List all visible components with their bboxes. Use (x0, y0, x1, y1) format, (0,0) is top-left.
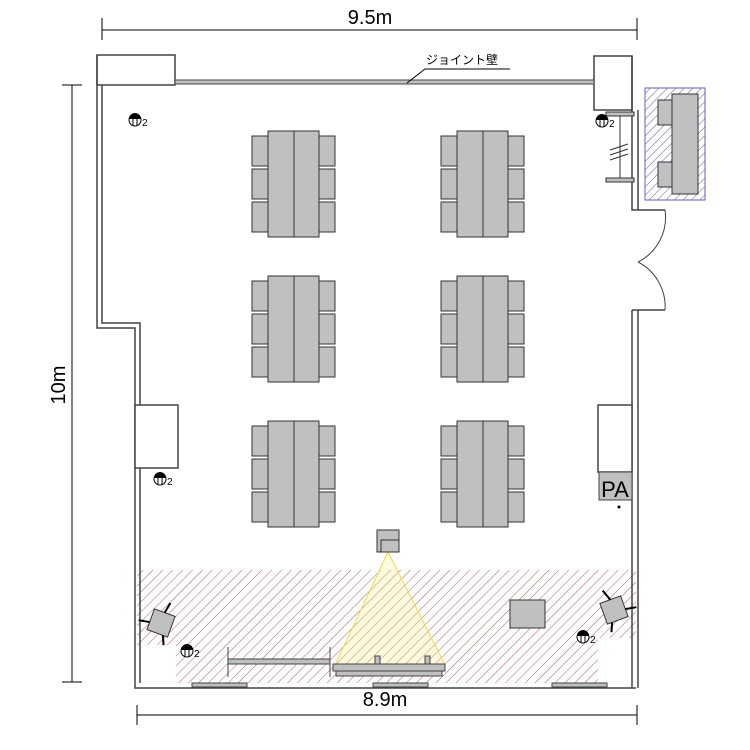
light-icon: 2 (128, 112, 148, 129)
svg-text:2: 2 (194, 649, 200, 660)
door (637, 209, 667, 311)
light-icon: 2 (180, 643, 200, 660)
storage-table (657, 93, 699, 195)
light-icon: 2 (595, 113, 615, 130)
speaker-icon (138, 602, 176, 646)
table-group (251, 130, 336, 238)
width-label: 9.5m (348, 7, 392, 29)
light-icon: 2 (576, 629, 596, 646)
joint-wall-label: ジョイント壁 (426, 52, 498, 67)
cabinet (509, 599, 546, 629)
joint-wall (174, 68, 595, 85)
bottom-width-label: 8.9m (363, 689, 407, 711)
dimension-bottom (136, 705, 638, 725)
table-group (440, 275, 525, 383)
projector-screen (332, 655, 446, 677)
bottom-windows (191, 682, 608, 688)
speaker-icon (599, 590, 637, 633)
svg-text:PA: PA (601, 477, 629, 502)
walls (96, 54, 665, 689)
height-label: 10m (48, 366, 70, 405)
table-group (251, 420, 336, 528)
whiteboard-rail (227, 647, 331, 677)
table-group (251, 275, 336, 383)
svg-text:2: 2 (590, 635, 596, 646)
projector-icon (376, 529, 400, 553)
table-group (440, 130, 525, 238)
dimension-left (62, 84, 82, 683)
svg-text:2: 2 (167, 477, 173, 488)
dimension-top (101, 18, 638, 40)
table-group (440, 420, 525, 528)
svg-text:2: 2 (142, 118, 148, 129)
stage-area (137, 570, 636, 683)
pa-panel: PA (598, 471, 633, 509)
light-icon: 2 (153, 471, 173, 488)
stand (605, 111, 635, 183)
svg-text:2: 2 (609, 119, 615, 130)
